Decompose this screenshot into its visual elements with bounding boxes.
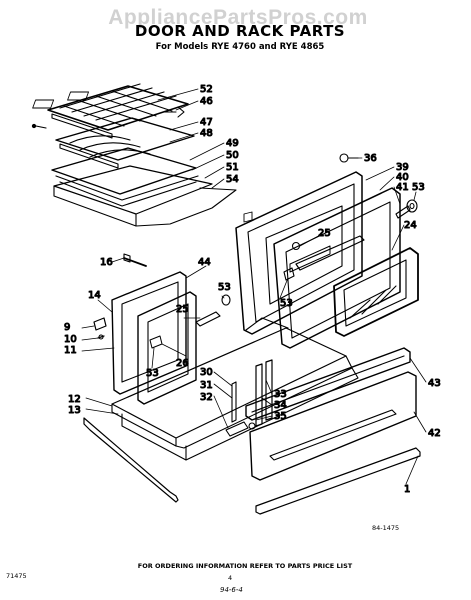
callout-32: 32 [200,392,213,403]
drawer-front-panel [111,271,187,395]
callout-53-drawer: 53 [218,282,231,293]
callout-40: 40 [396,172,409,183]
footer-code: 71475 [6,572,27,580]
callout-9: 9 [64,322,70,333]
leader-lines-top [157,88,225,189]
callout-54: 54 [226,174,239,185]
callout-51: 51 [226,162,239,173]
callout-48: 48 [200,128,213,139]
callout-53-side: 53 [146,368,159,379]
leader-lines-left [81,257,225,369]
callout-35: 35 [274,411,287,422]
broiler-pan [51,147,199,207]
callout-31: 31 [200,380,213,391]
left-drawer-trim [83,417,179,503]
callout-16: 16 [100,257,113,268]
outer-door-panel [235,171,363,335]
door-gasket [395,205,411,219]
inner-door-panel [273,187,401,349]
handle-end-cap [283,267,295,281]
callout-30: 30 [200,367,213,378]
callout-10: 10 [64,334,77,345]
callout-53-door: 53 [280,298,293,309]
oven-rack [32,83,189,139]
hinge-pin-icon [123,253,147,267]
callout-1: 1 [404,484,410,495]
handle-screw-icon [291,241,301,251]
drawer-kick-panel [255,447,421,515]
drawer-bumper-icon [221,294,231,306]
callout-36: 36 [364,153,377,164]
drawer-front-trim [245,347,411,421]
callout-46: 46 [200,96,213,107]
drawer-roller-parts [225,381,256,437]
page-subtitle: For Models RYE 4760 and RYE 4865 [155,42,325,52]
door-bumper-icon [406,199,418,213]
rack-screw-icon [31,123,37,129]
callout-13: 13 [68,405,81,416]
callout-44: 44 [198,257,211,268]
callout-26: 26 [176,358,189,369]
broiler-pan-insert [55,117,195,169]
callout-14: 14 [88,290,101,301]
oven-rack-lower [53,165,237,227]
page-number: 4 [228,574,233,582]
drawer-clip [93,317,107,340]
callout-52: 52 [200,84,213,95]
callout-24: 24 [404,220,417,231]
callout-50: 50 [226,150,239,161]
callout-39: 39 [396,162,409,173]
callout-42: 42 [428,428,441,439]
footer-date: 94-6-4 [220,586,243,594]
callout-33: 33 [274,389,287,400]
callout-53-right: 53 [412,182,425,193]
callout-25-door: 25 [318,228,331,239]
callout-49: 49 [226,138,239,149]
callout-43: 43 [428,378,441,389]
door-window-glass [333,247,419,337]
diagram-code: 84-1475 [372,524,400,532]
callout-11: 11 [64,345,77,356]
drawer-handle [195,311,221,327]
leader-lines-bottom [85,357,427,485]
page-title: DOOR AND RACK PARTS [134,22,346,40]
rack-stop-pin [35,125,47,129]
callout-25-drawer: 25 [176,304,189,315]
storage-drawer-box [111,317,359,461]
callout-12: 12 [68,394,81,405]
callout-labels: 52 46 47 48 49 50 51 54 36 39 40 41 53 2… [63,83,441,495]
callout-41: 41 [396,182,409,193]
callout-47: 47 [200,117,213,128]
callout-34: 34 [274,400,287,411]
leader-lines-right [279,157,417,299]
ordering-note: FOR ORDERING INFORMATION REFER TO PARTS … [137,562,353,570]
